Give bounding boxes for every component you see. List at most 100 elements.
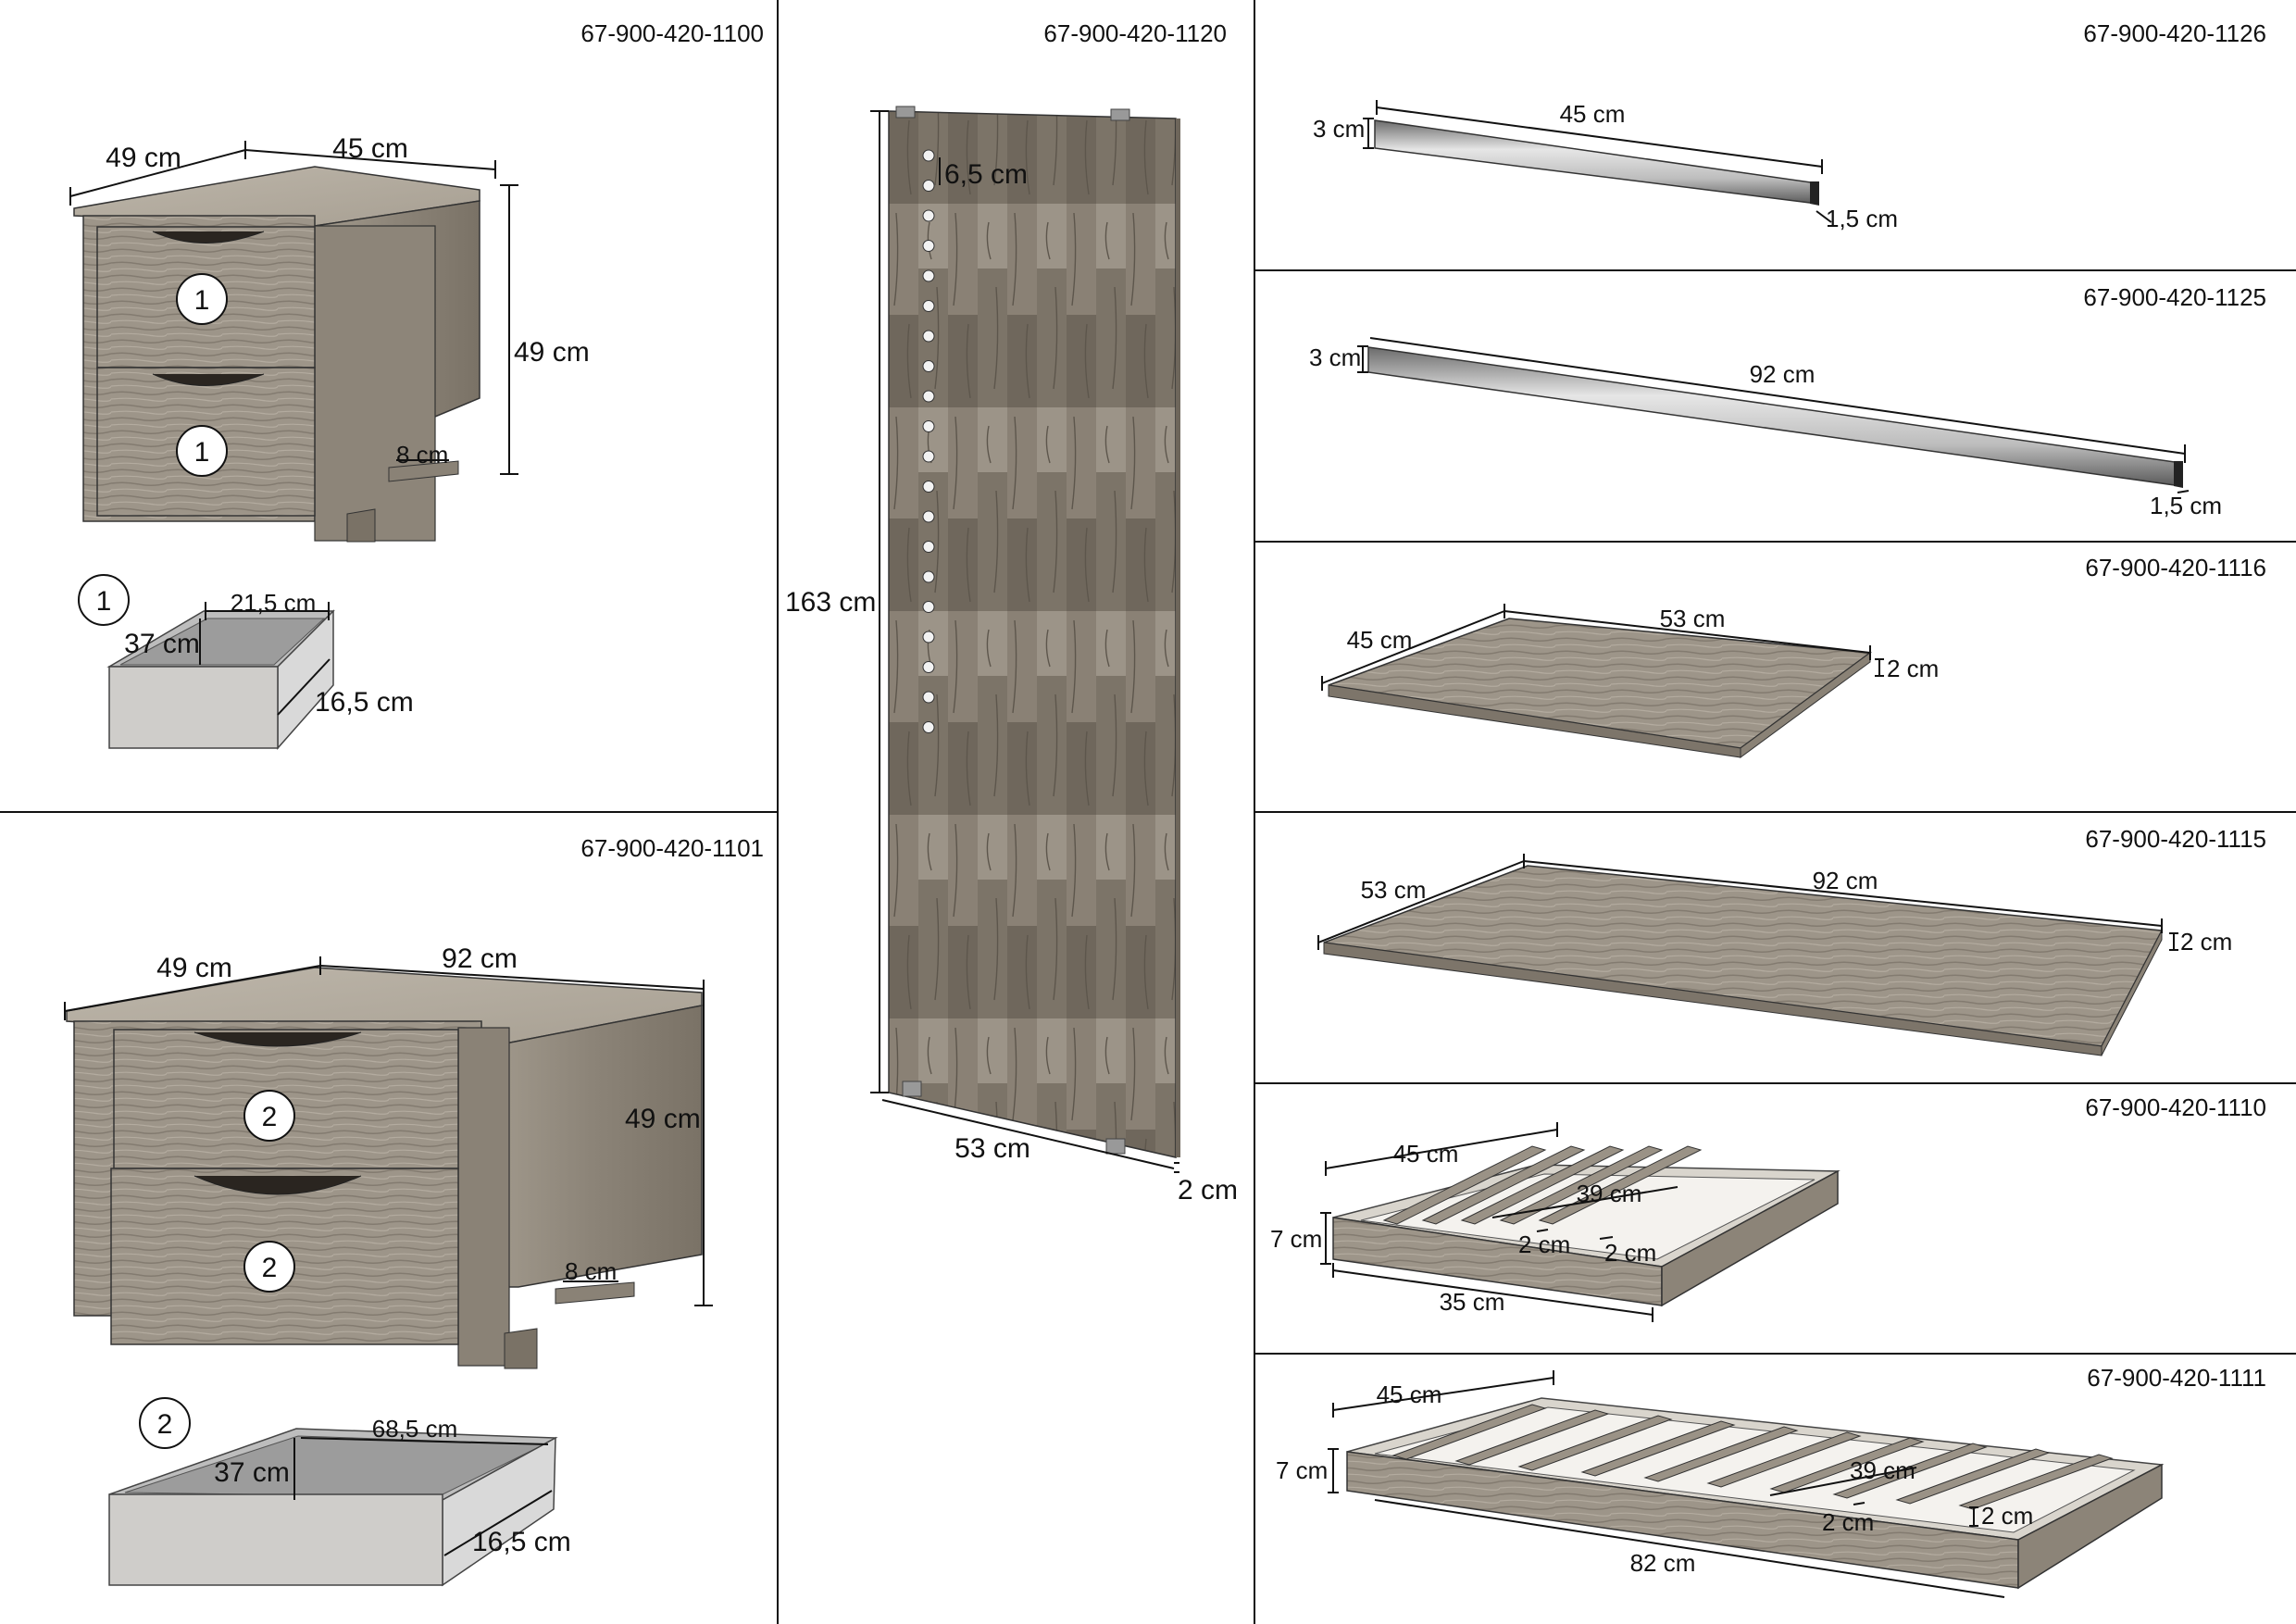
article-code: 67-900-420-1116 xyxy=(2085,554,2266,581)
dimension-width: 45 cm xyxy=(332,133,408,164)
drawer-depth: 37 cm xyxy=(214,1457,290,1488)
article-code: 67-900-420-1126 xyxy=(2083,19,2266,47)
dimension-length: 35 cm xyxy=(1440,1288,1505,1316)
rail-45 xyxy=(1374,119,1818,205)
shelf-hole xyxy=(922,390,935,403)
dimension-depth: 49 cm xyxy=(156,953,232,983)
dimension-lines xyxy=(1320,1122,1678,1322)
panel-1101: 67-900-420-1101 2 2 49 cm 92 cm 49 cm 8 … xyxy=(64,834,764,1587)
slat xyxy=(1769,1437,1925,1493)
shelf-hole xyxy=(922,420,935,432)
dimension-thickness: 2 cm xyxy=(2180,928,2232,956)
shelf-hole xyxy=(922,360,935,372)
dimension-hole-spacing: 6,5 cm xyxy=(944,159,1028,190)
dimension-slat-length: 39 cm xyxy=(1850,1456,1915,1484)
article-code: 67-900-420-1100 xyxy=(580,19,764,47)
slat xyxy=(1391,1404,1547,1460)
panel-1120: 67-900-420-1120 163 cm 53 cm 2 cm 6,5 cm xyxy=(785,19,1238,1206)
dimension-height: 3 cm xyxy=(1313,115,1365,143)
slats xyxy=(1382,1145,1703,1225)
article-code: 67-900-420-1115 xyxy=(2085,825,2266,853)
dimension-depth: 49 cm xyxy=(106,143,181,173)
dimension-length: 82 cm xyxy=(1630,1549,1696,1577)
dimension-height: 3 cm xyxy=(1309,344,1361,371)
panel-1100: 67-900-420-1100 1 1 49 cm 45 cm 49 cm xyxy=(69,19,764,750)
dimension-height: 49 cm xyxy=(514,337,590,368)
drawer-height: 16,5 cm xyxy=(472,1527,571,1557)
shelf-hole xyxy=(922,541,935,553)
article-code: 67-900-420-1101 xyxy=(580,834,764,862)
shelf-hole xyxy=(922,570,935,583)
drawer-detail-badge xyxy=(139,1397,191,1449)
shelf-hole xyxy=(922,209,935,222)
slats xyxy=(1391,1404,2114,1510)
dimension-height: 7 cm xyxy=(1276,1456,1328,1484)
dimension-slat-width: 2 cm xyxy=(1518,1230,1570,1258)
drawer-detail-badge xyxy=(78,574,130,626)
drawer-detail-large xyxy=(108,1428,558,1587)
panel-1126: 67-900-420-1126 45 cm 3 cm 1,5 cm xyxy=(1313,19,2266,232)
dimension-lines xyxy=(69,141,518,475)
dimension-length: 92 cm xyxy=(1813,867,1878,894)
slat xyxy=(1499,1145,1664,1225)
shelf-hole xyxy=(922,631,935,643)
drawer-number-badge xyxy=(176,425,228,477)
shelf-hole xyxy=(922,450,935,463)
drawer-height: 16,5 cm xyxy=(315,687,414,718)
shelf-hole xyxy=(922,510,935,523)
shelf-hole xyxy=(922,149,935,162)
dimension-depth: 45 cm xyxy=(1347,626,1413,654)
shelf-hole xyxy=(922,269,935,282)
shelf-hole xyxy=(922,330,935,343)
shelf-hole xyxy=(922,721,935,733)
dimension-height: 7 cm xyxy=(1270,1225,1322,1253)
dimension-slat-gap: 2 cm xyxy=(1604,1239,1656,1267)
slat xyxy=(1580,1420,1736,1477)
shelf-hole xyxy=(922,180,935,192)
dimension-slat-length: 39 cm xyxy=(1577,1180,1642,1207)
panel-1115: 67-900-420-1115 53 cm 92 cm 2 cm xyxy=(1317,825,2266,1056)
slat xyxy=(1643,1426,1799,1482)
svg-text:1: 1 xyxy=(194,285,210,316)
panel-1125: 67-900-420-1125 92 cm 3 cm 1,5 cm xyxy=(1309,283,2266,519)
shelf-holes xyxy=(922,149,935,733)
slat xyxy=(1382,1145,1547,1225)
shelf-hole xyxy=(922,661,935,673)
article-code: 67-900-420-1110 xyxy=(2085,1093,2266,1121)
article-code: 67-900-420-1111 xyxy=(2087,1364,2266,1392)
dimension-lines xyxy=(1317,854,2178,951)
dimension-lines xyxy=(1363,100,1832,223)
drawer-width: 21,5 cm xyxy=(231,589,317,617)
dimension-width: 53 cm xyxy=(955,1133,1030,1164)
dimension-lines xyxy=(64,956,713,1306)
dimension-thickness: 2 cm xyxy=(1981,1502,2033,1530)
drawer-dimension-lines xyxy=(293,1437,553,1556)
slat xyxy=(1895,1448,2051,1505)
dimension-slat-width: 2 cm xyxy=(1822,1508,1874,1536)
dimension-lines xyxy=(1321,604,1884,691)
slat xyxy=(1517,1415,1673,1471)
shelf-92 xyxy=(1323,865,2164,1056)
shelf-53 xyxy=(1328,618,1873,758)
shelf-hole xyxy=(922,300,935,312)
slat xyxy=(1460,1145,1625,1225)
article-code: 67-900-420-1120 xyxy=(1043,19,1227,47)
dimension-length: 92 cm xyxy=(1750,360,1816,388)
dimension-height: 163 cm xyxy=(785,587,876,618)
dimension-thickness: 2 cm xyxy=(1887,655,1939,682)
dimension-width: 92 cm xyxy=(442,943,518,974)
side-panel xyxy=(888,106,1180,1158)
drawer-width: 68,5 cm xyxy=(372,1415,458,1443)
drawer-dimension-lines xyxy=(199,602,331,716)
dimension-lines xyxy=(1357,337,2190,493)
panel-1110: 67-900-420-1110 45 cm 39 cm 7 cm 2 cm 2 … xyxy=(1270,1093,2266,1322)
svg-text:1: 1 xyxy=(96,586,112,617)
dimension-height: 49 cm xyxy=(625,1104,701,1134)
shelf-hole xyxy=(922,240,935,252)
cabinet-large xyxy=(66,967,703,1369)
dimension-lines xyxy=(1328,1370,2005,1598)
svg-text:1: 1 xyxy=(194,437,210,468)
drawer-number-badge xyxy=(243,1241,295,1293)
